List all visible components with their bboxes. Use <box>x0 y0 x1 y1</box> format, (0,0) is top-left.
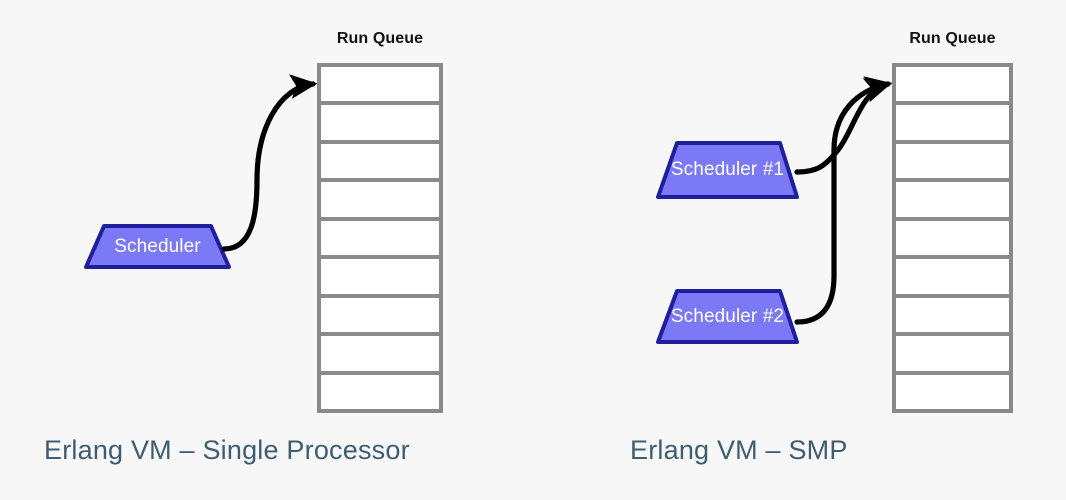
panel-smp: Run Queue Scheduler #1 Scheduler #2 Erla… <box>533 0 1066 500</box>
run-queue-cell <box>896 105 1009 140</box>
run-queue-single <box>317 63 443 413</box>
panel-single-processor: Run Queue Scheduler Erlang VM – Single P… <box>44 30 443 465</box>
scheduler-shape-1[interactable]: Scheduler #1 <box>655 140 800 200</box>
run-queue-cell <box>321 259 439 294</box>
run-queue-cell <box>896 374 1009 409</box>
run-queue-label: Run Queue <box>909 30 996 47</box>
run-queue-cell <box>896 67 1009 102</box>
run-queue-cell <box>896 182 1009 217</box>
run-queue-cell <box>896 297 1009 333</box>
run-queue-cell <box>321 336 439 371</box>
run-queue-cell <box>321 105 439 140</box>
scheduler-trapezoid-icon <box>656 289 799 344</box>
caption-single-processor: Erlang VM – Single Processor <box>44 435 410 465</box>
run-queue-cell <box>896 336 1009 371</box>
run-queue-cell <box>321 374 439 409</box>
scheduler-trapezoid-icon <box>84 224 231 269</box>
scheduler-shape-single[interactable]: Scheduler <box>83 223 232 270</box>
run-queue-cell <box>896 220 1009 256</box>
run-queue-cell <box>896 259 1009 294</box>
caption-smp: Erlang VM – SMP <box>630 435 848 465</box>
run-queue-cell <box>321 220 439 256</box>
run-queue-cell <box>321 67 439 102</box>
run-queue-cell <box>896 143 1009 179</box>
run-queue-cell <box>321 297 439 333</box>
run-queue-cell <box>321 143 439 179</box>
run-queue-cell <box>321 182 439 217</box>
run-queue-label: Run Queue <box>336 30 424 47</box>
scheduler-shape-2[interactable]: Scheduler #2 <box>655 288 800 345</box>
scheduler-trapezoid-icon <box>656 141 799 199</box>
run-queue-smp <box>892 63 1013 413</box>
